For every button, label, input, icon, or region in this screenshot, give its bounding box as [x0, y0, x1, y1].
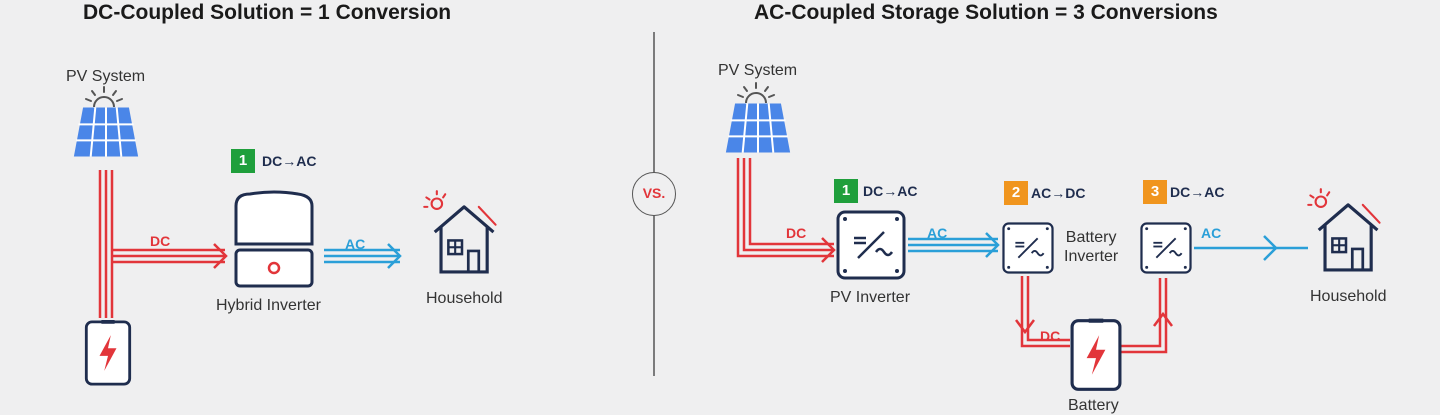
right-household-icon — [1306, 187, 1382, 272]
right-dc-flow-arrow — [736, 158, 836, 263]
left-dc-flow-arrow — [112, 243, 228, 269]
left-dc-vertical-line — [98, 170, 114, 318]
dc-coupled-title: DC-Coupled Solution = 1 Conversion — [83, 1, 452, 24]
right-step-3-badge: 3 — [1143, 180, 1167, 204]
hybrid-inverter-icon — [234, 190, 314, 288]
right-dc-label-1: DC — [786, 225, 807, 241]
left-step-1-badge: 1 — [231, 149, 255, 173]
pv-inverter-label: PV Inverter — [830, 289, 911, 306]
right-ac-flow-arrow-1 — [908, 232, 1000, 258]
vs-badge: VS. — [632, 172, 676, 216]
right-battery-icon — [1070, 318, 1122, 391]
left-household-label: Household — [426, 290, 503, 307]
right-pv-panel-icon — [724, 82, 792, 154]
left-household-icon — [422, 189, 498, 274]
ac-dc-converter-icon — [1002, 222, 1054, 274]
right-battery-label: Battery — [1068, 397, 1119, 414]
hybrid-inverter-label: Hybrid Inverter — [216, 297, 321, 314]
right-ac-label-1: AC — [927, 225, 948, 241]
right-ac-flow-arrow-2 — [1194, 235, 1308, 261]
right-step-2-conversion: AC→DC — [1031, 185, 1086, 201]
left-battery-icon — [84, 320, 132, 386]
right-household-label: Household — [1310, 288, 1387, 305]
battery-inverter-label: Battery Inverter — [1064, 229, 1119, 265]
battery-inverter-icon — [1140, 222, 1192, 274]
pv-inverter-icon — [836, 210, 906, 280]
right-step-1-conversion: DC→AC — [863, 183, 918, 199]
right-step-1-badge: 1 — [834, 179, 858, 203]
ac-coupled-title: AC-Coupled Storage Solution = 3 Conversi… — [754, 1, 1218, 24]
left-ac-label: AC — [345, 236, 366, 252]
right-step-2-badge: 2 — [1004, 181, 1028, 205]
right-dc-from-battery-line — [1120, 278, 1173, 354]
left-dc-label: DC — [150, 233, 171, 249]
left-pv-system-label: PV System — [66, 68, 146, 85]
right-ac-label-2: AC — [1201, 225, 1222, 241]
left-ac-flow-arrow — [324, 243, 402, 269]
left-pv-panel-icon — [72, 86, 140, 158]
left-step-1-conversion: DC→AC — [262, 153, 317, 169]
right-pv-system-label: PV System — [718, 62, 798, 79]
right-dc-to-battery-line — [1015, 276, 1070, 348]
right-step-3-conversion: DC→AC — [1170, 184, 1225, 200]
right-dc-label-2: DC — [1040, 328, 1061, 344]
